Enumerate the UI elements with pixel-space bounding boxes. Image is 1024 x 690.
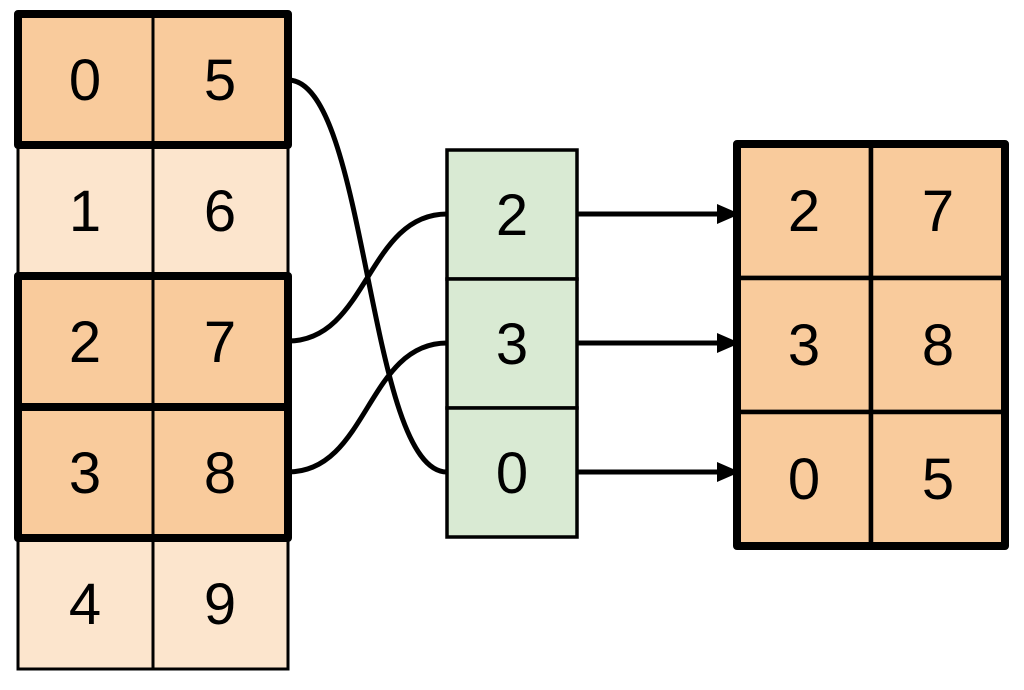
index-value: 2 — [496, 183, 528, 248]
source-cell — [151, 405, 290, 540]
source-cell — [16, 536, 155, 671]
cell-value: 9 — [204, 572, 236, 637]
cell-value: 4 — [69, 572, 101, 637]
index-list: 2 3 0 — [445, 148, 579, 539]
cell-value: 7 — [922, 179, 954, 244]
cell-value: 3 — [788, 313, 820, 378]
cell-value: 0 — [788, 447, 820, 512]
result-table: 2 7 3 8 0 5 — [733, 140, 1009, 550]
source-cell — [151, 12, 290, 147]
cell-value: 8 — [922, 313, 954, 378]
result-cell — [868, 409, 1008, 549]
result-cell — [734, 409, 874, 549]
cell-value: 3 — [69, 441, 101, 506]
source-cell — [151, 536, 290, 671]
source-table: 0 5 1 6 2 7 3 8 4 9 — [14, 10, 292, 671]
connector-curve — [287, 340, 448, 475]
arrow-head — [717, 462, 740, 482]
index-value: 0 — [496, 441, 528, 506]
index-cell — [445, 277, 579, 410]
index-to-result-arrows — [577, 204, 740, 482]
cell-value: 5 — [204, 48, 236, 113]
cell-value: 8 — [204, 441, 236, 506]
result-table-outline — [733, 140, 1009, 550]
cell-value: 2 — [69, 310, 101, 375]
source-cell — [16, 12, 155, 147]
cell-value: 1 — [69, 179, 101, 244]
index-value: 3 — [496, 312, 528, 377]
connector-curve — [287, 211, 448, 344]
row-to-index-connectors — [287, 77, 448, 475]
cell-value: 6 — [204, 179, 236, 244]
cell-value: 5 — [922, 447, 954, 512]
cell-value: 2 — [788, 179, 820, 244]
cell-value: 7 — [204, 310, 236, 375]
cell-value: 0 — [69, 48, 101, 113]
arrow-head — [717, 333, 740, 353]
source-cell — [151, 274, 290, 409]
arrow-head — [717, 204, 740, 224]
index-cell — [445, 406, 579, 539]
source-cell — [151, 143, 290, 278]
